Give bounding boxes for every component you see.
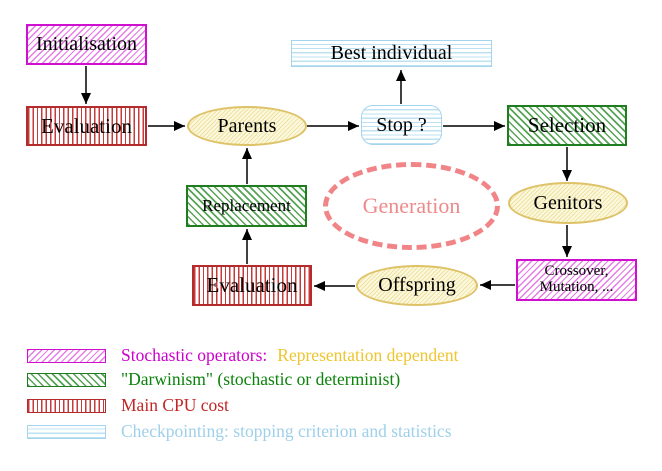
legend-text-main-cpu-cost: Main CPU cost — [121, 394, 229, 415]
node-initialisation: Initialisation — [26, 24, 147, 65]
legend-swatch-magenta-diagonal-hatch — [27, 348, 106, 363]
generation-label: Generation — [362, 193, 461, 219]
node-selection-label: Selection — [527, 113, 607, 138]
node-evaluation-bottom-label: Evaluation — [206, 273, 298, 298]
legend-item-checkpointing: Checkpointing: stopping criterion and st… — [27, 420, 452, 441]
node-genitors-label: Genitors — [533, 191, 603, 214]
node-best-individual: Best individual — [291, 40, 492, 67]
legend-text-checkpointing: Checkpointing: stopping criterion and st… — [121, 420, 452, 441]
legend-text-representation-dependent: Representation dependent — [277, 344, 459, 365]
node-stop: Stop ? — [361, 105, 442, 145]
node-crossover-line1: Crossover, — [544, 263, 609, 280]
node-crossover-line2: Mutation, ... — [539, 279, 614, 295]
generation-loop-ellipse: Generation — [323, 162, 500, 250]
legend-item-darwinism: "Darwinism" (stochastic or determinist) — [27, 368, 401, 389]
node-offspring-label: Offspring — [378, 274, 456, 296]
node-replacement: Replacement — [186, 185, 307, 227]
node-initialisation-label: Initialisation — [35, 33, 138, 55]
legend-text-stochastic-operators: Stochastic operators: — [121, 344, 268, 365]
legend-swatch-cyan-horizontal-stripes — [27, 424, 106, 439]
node-parents-label: Parents — [217, 114, 277, 137]
node-evaluation-top-label: Evaluation — [41, 113, 132, 138]
node-evaluation-top: Evaluation — [26, 106, 147, 146]
node-replacement-label: Replacement — [202, 196, 291, 216]
node-offspring: Offspring — [356, 265, 478, 306]
node-crossover-mutation: Crossover, Mutation, ... — [516, 259, 637, 301]
legend-item-main-cpu-cost: Main CPU cost — [27, 394, 229, 415]
legend-item-stochastic-operators: Stochastic operators: Representation depe… — [27, 344, 459, 365]
legend-label-stochastic-operators: Stochastic operators: Representation depe… — [121, 344, 459, 365]
legend-text-darwinism: "Darwinism" (stochastic or determinist) — [121, 368, 401, 389]
node-genitors: Genitors — [508, 182, 628, 224]
legend-swatch-green-diagonal-hatch — [27, 372, 106, 387]
node-best-individual-label: Best individual — [330, 42, 453, 64]
node-stop-label: Stop ? — [376, 113, 427, 136]
node-selection: Selection — [507, 105, 627, 146]
node-evaluation-bottom: Evaluation — [192, 265, 312, 306]
legend-swatch-red-vertical-stripes — [27, 398, 106, 413]
node-parents: Parents — [187, 106, 307, 146]
